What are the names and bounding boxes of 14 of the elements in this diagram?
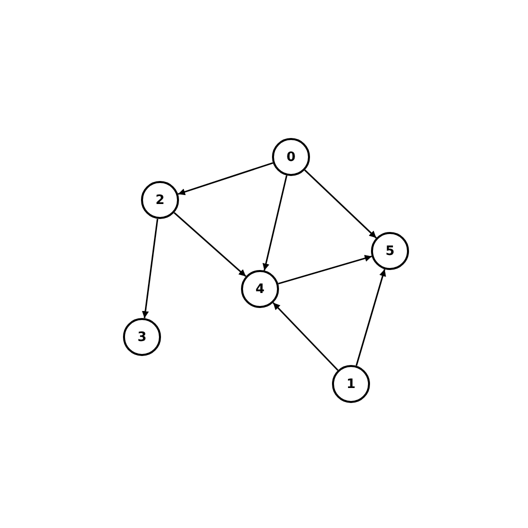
arrow <box>304 170 377 238</box>
node-label: 1 <box>346 378 356 390</box>
node-label: 5 <box>385 244 395 258</box>
arrow <box>178 162 274 196</box>
arrow <box>272 302 338 371</box>
arrow <box>278 254 372 284</box>
node-label: 0 <box>286 150 296 164</box>
arrow <box>356 269 386 366</box>
node-label: 4 <box>255 282 265 296</box>
node-label: 3 <box>137 330 147 344</box>
arrow <box>262 175 288 271</box>
arrow <box>142 218 158 318</box>
arrow <box>174 212 246 277</box>
node-label: 2 <box>155 194 165 206</box>
